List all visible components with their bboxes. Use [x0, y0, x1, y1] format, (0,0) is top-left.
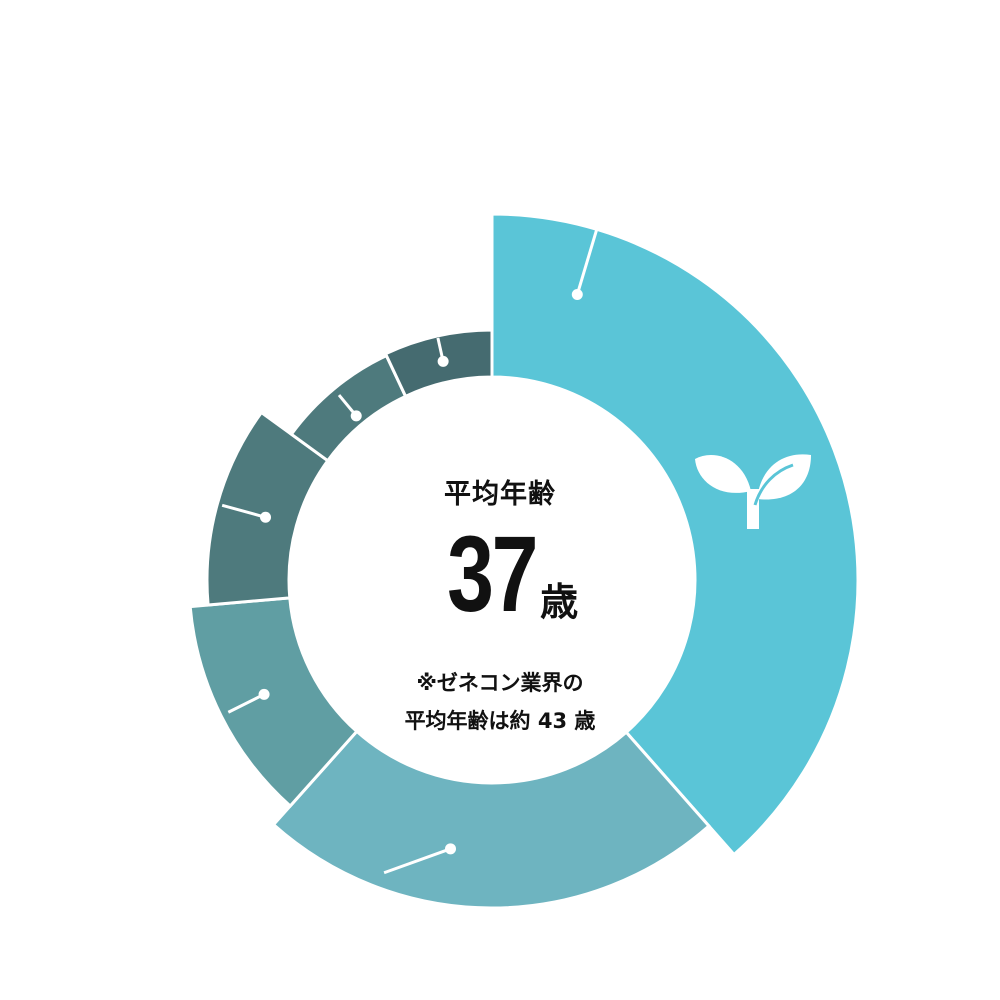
leader-dot-6 [437, 355, 449, 367]
leader-line-1 [575, 201, 607, 295]
donut-slice-4 [205, 410, 330, 607]
leader-line-3 [227, 692, 265, 714]
industry-note-line2: 平均年齢は約 43 歳 [404, 709, 596, 733]
donut-slice-3 [188, 596, 359, 809]
sprout-icon [695, 454, 811, 529]
leader-line-4 [221, 503, 266, 519]
leader-dot-5 [350, 410, 362, 422]
leader-dot-1 [571, 288, 583, 300]
donut-slice-2 [271, 729, 712, 910]
leader-dot-4 [260, 511, 272, 523]
average-age-value: 37 [447, 513, 538, 634]
leader-dot-3 [258, 688, 270, 700]
center-title: 平均年齢 [444, 479, 556, 510]
leader-line-2 [383, 847, 452, 875]
industry-note: ※ゼネコン業界の 平均年齢は約 43 歳 [0, 664, 1000, 740]
industry-note-line1: ※ゼネコン業界の [416, 671, 584, 695]
leader-dot-2 [445, 843, 457, 855]
average-age-unit: 歳 [540, 580, 579, 624]
leader-lines [221, 201, 607, 875]
donut-slice-1 [490, 212, 860, 857]
